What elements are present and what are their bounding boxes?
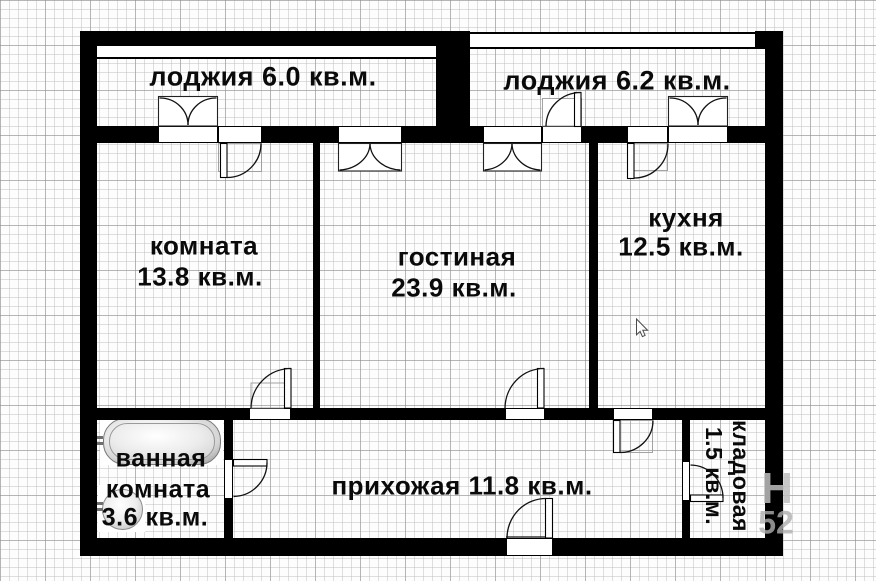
- sink-faucet-icon: [97, 502, 103, 505]
- window-casement-box: [482, 142, 543, 172]
- door-arc: [250, 367, 292, 409]
- wall-rooms-hall: [545, 408, 613, 420]
- wall-loggia-room: [80, 126, 158, 143]
- door-panel: [544, 497, 554, 539]
- bathtub: [103, 418, 221, 465]
- wall-komnata-gostinaya: [313, 143, 320, 408]
- wall-gostinaya-kuhnya: [589, 143, 598, 408]
- window-sill-komnata: [158, 126, 218, 143]
- gostinaya-area-label: 23.9 кв.м.: [391, 272, 517, 303]
- door-opening-komnata: [249, 408, 291, 420]
- loggia2-label: лоджия 6.2 кв.м.: [503, 65, 731, 96]
- wall-kladovaya-hall: [682, 420, 690, 461]
- sink: [102, 489, 143, 530]
- vannaya-area-label: 3.6 кв.м.: [101, 503, 209, 532]
- window-sash-arc: [669, 97, 699, 126]
- door-arc: [619, 420, 654, 454]
- wall-outer-bottom: [80, 538, 783, 556]
- kuhnya-name-label: кухня: [648, 202, 724, 233]
- wall-rooms-hall: [291, 408, 505, 420]
- door-panel: [573, 91, 582, 128]
- window-sash-arc: [511, 143, 541, 171]
- door-opening-gostinaya: [505, 408, 545, 420]
- door-opening-kladovaya: [682, 461, 690, 501]
- window-sash-arc: [697, 97, 727, 126]
- door-sill-gostinaya-loggia: [542, 126, 582, 143]
- prihozhaya-label: прихожая 11.8 кв.м.: [331, 470, 593, 501]
- window-sash-arc: [187, 97, 217, 126]
- wall-outer-left: [80, 31, 97, 556]
- sink-faucet-icon: [97, 508, 103, 511]
- door-opening-vannaya: [224, 459, 233, 499]
- window-sash-arc: [369, 143, 401, 171]
- door-panel: [612, 419, 621, 454]
- wall-outer-top-right-stub: [755, 31, 765, 49]
- door-arc: [506, 497, 547, 539]
- vannaya-name-label-line1: ванная: [115, 444, 207, 473]
- door-arc: [233, 462, 268, 498]
- door-arc: [545, 91, 582, 127]
- wall-kladovaya-hall: [682, 501, 690, 538]
- komnata-name-label: комната: [149, 230, 259, 261]
- gostinaya-name-label: гостиная: [397, 241, 517, 272]
- window-casement-box: [667, 95, 729, 127]
- loggia2-glazing-window: [470, 32, 755, 49]
- wall-loggia-room: [470, 126, 483, 143]
- vannaya-name-label-line2: комната: [105, 475, 211, 504]
- wall-outer-right: [765, 31, 783, 556]
- kladovaya-name-label: кладовая: [728, 420, 754, 532]
- watermark-number: 52: [758, 504, 794, 541]
- door-frame-box: [613, 420, 653, 453]
- wall-loggia-room: [582, 126, 627, 143]
- window-sash-arc: [339, 143, 371, 171]
- door-panel: [219, 142, 228, 179]
- wall-loggia-room: [728, 126, 765, 143]
- loggia1-glazing-window: [97, 46, 436, 59]
- loggia1-label: лоджия 6.0 кв.м.: [149, 61, 377, 92]
- wall-rooms-hall: [97, 408, 249, 420]
- door-arc: [226, 143, 262, 179]
- bathtub-rim: [109, 423, 215, 460]
- bathtub-faucet-icon: [96, 436, 103, 439]
- wall-vannaya-hall: [224, 499, 233, 538]
- door-panel: [626, 142, 635, 180]
- kladovaya-label: кладовая 1.5 кв.м.: [700, 420, 754, 532]
- door-sill-kuhnya-loggia: [627, 126, 668, 143]
- bathtub-faucet-icon: [96, 442, 103, 445]
- window-sill-kuhnya: [668, 126, 728, 143]
- door-frame-box: [218, 143, 262, 172]
- door-panel: [232, 458, 268, 467]
- door-opening-kuhnya: [613, 408, 653, 420]
- window-sill-gostinaya-right: [483, 126, 542, 143]
- wall-loggia-divider: [436, 31, 470, 143]
- entrance-door-opening: [506, 538, 553, 556]
- door-arc: [633, 143, 669, 179]
- door-panel: [536, 367, 545, 409]
- window-casement-box: [337, 142, 403, 172]
- window-casement-box: [157, 95, 219, 127]
- door-sill-komnata-loggia: [218, 126, 262, 143]
- mouse-cursor-icon: [636, 317, 649, 338]
- wall-outer-top-left: [80, 31, 436, 46]
- door-frame-box: [542, 98, 582, 127]
- wall-loggia-room: [262, 126, 338, 143]
- wall-vannaya-hall: [224, 420, 233, 459]
- door-frame-box: [627, 143, 668, 171]
- door-arc: [504, 367, 545, 409]
- kuhnya-area-label: 12.5 кв.м.: [618, 231, 744, 262]
- wall-rooms-hall: [653, 408, 765, 420]
- watermark-letter: Н: [761, 464, 793, 513]
- wall-loggia-room: [402, 126, 470, 143]
- window-sash-arc: [484, 143, 513, 171]
- window-sill-gostinaya-left: [338, 126, 402, 143]
- door-frame-box: [250, 382, 292, 409]
- komnata-area-label: 13.8 кв.м.: [137, 261, 263, 292]
- kladovaya-area-label: 1.5 кв.м.: [701, 426, 727, 526]
- door-panel: [283, 367, 292, 409]
- window-sash-arc: [159, 97, 189, 126]
